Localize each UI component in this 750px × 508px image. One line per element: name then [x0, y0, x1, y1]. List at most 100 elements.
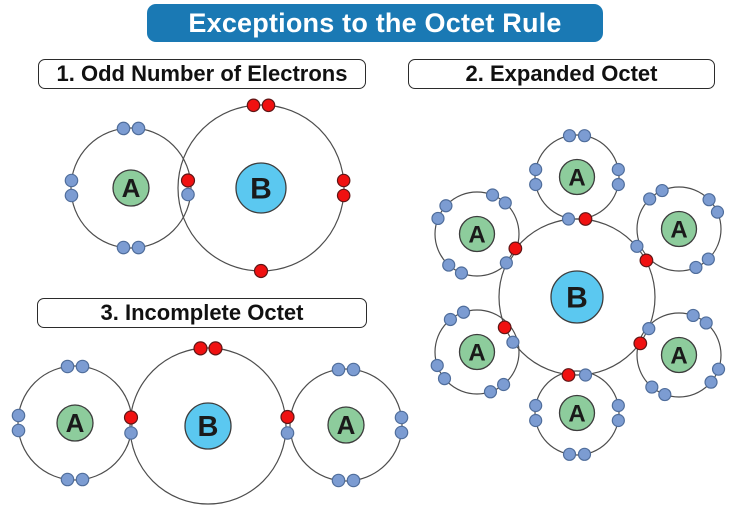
electron-blue	[483, 385, 498, 399]
electron-blue	[611, 413, 625, 428]
atom-A: A	[70, 127, 192, 249]
electron-blue	[645, 380, 659, 394]
electron-blue	[131, 121, 146, 136]
atom-A-label: A	[670, 342, 687, 369]
lone-pairs	[431, 188, 512, 280]
atom-A-nucleus: A	[327, 406, 365, 444]
nucleus-circle	[458, 333, 496, 371]
atom-B-nucleus: B	[550, 270, 604, 324]
electron-red	[208, 341, 223, 356]
electron-blue	[75, 472, 90, 487]
atom-A-nucleus: A	[56, 404, 94, 442]
atom-B-nucleus: B	[184, 402, 232, 450]
nucleus-circle	[112, 169, 150, 207]
electron-blue	[331, 473, 346, 488]
electron-blue	[131, 240, 146, 255]
atom-A-label: A	[468, 221, 485, 248]
electron-red	[633, 336, 648, 351]
lone-pairs	[529, 129, 625, 192]
electron-blue	[686, 308, 700, 323]
electron-blue	[346, 473, 361, 488]
section-1-heading: 1. Odd Number of Electrons	[38, 59, 366, 89]
electron-red	[336, 188, 351, 203]
electron-blue	[658, 387, 672, 402]
electron-blue	[124, 426, 138, 440]
electron-blue	[442, 258, 456, 272]
atom-B-central: B	[498, 218, 656, 376]
electron-blue	[498, 196, 512, 210]
electron-red	[578, 212, 593, 226]
atom-A-nucleus: A	[558, 394, 596, 432]
electron-blue	[346, 362, 361, 377]
electron-blue	[561, 212, 576, 226]
shared-bond-pair	[180, 173, 196, 202]
shared-bond-pair-left	[123, 410, 139, 440]
electron-blue	[701, 252, 715, 266]
lone-pairs	[645, 308, 726, 402]
electron-blue	[562, 447, 577, 461]
section-3-heading: 3. Incomplete Octet	[37, 298, 367, 328]
atom-B-label: B	[198, 411, 219, 443]
electron-blue	[430, 358, 444, 373]
electron-red	[261, 98, 276, 113]
electron-shell-ring	[70, 127, 192, 249]
atom-A-label: A	[337, 410, 356, 440]
atom-A-satellite-2: A	[431, 188, 523, 280]
electron-blue	[611, 398, 625, 413]
atom-A-left: A	[17, 365, 133, 481]
atom-A-satellite-6: A	[529, 368, 625, 461]
electron-blue	[655, 183, 669, 198]
electron-blue	[529, 177, 543, 192]
electron-red	[336, 173, 351, 188]
electron-red	[253, 263, 269, 279]
atom-A-label: A	[568, 400, 585, 427]
electron-shell-ring	[289, 368, 403, 482]
electron-blue	[181, 187, 195, 202]
electron-blue	[116, 121, 131, 136]
atom-A-label: A	[568, 164, 585, 191]
atom-A-nucleus: A	[112, 169, 150, 207]
lone-pair-B	[193, 341, 223, 356]
electron-red	[180, 173, 196, 188]
lone-pairs	[643, 183, 725, 275]
electron-blue	[506, 335, 520, 349]
lone-pairs	[529, 398, 625, 461]
electron-blue	[529, 398, 543, 413]
atom-A-nucleus: A	[660, 336, 698, 374]
electron-blue	[64, 173, 79, 188]
electron-blue	[11, 423, 26, 438]
electron-shell-ring	[636, 312, 722, 398]
electron-red	[639, 253, 654, 268]
electron-shell-ring	[534, 134, 620, 220]
odd-electron	[253, 263, 269, 279]
electron-shell-ring	[434, 191, 520, 277]
shared-bond-pair	[499, 241, 523, 270]
electron-blue	[456, 305, 471, 319]
shared-bond-pair	[630, 239, 654, 268]
nucleus-circle	[56, 404, 94, 442]
electron-blue	[578, 368, 593, 382]
electron-red	[508, 241, 523, 256]
electron-blue	[60, 472, 75, 487]
electron-blue	[611, 177, 625, 192]
shared-bond-pair	[561, 212, 593, 226]
atom-A-nucleus: A	[558, 158, 596, 196]
atom-B: B	[177, 104, 345, 272]
atom-A-right: A	[289, 368, 403, 482]
electron-blue	[711, 362, 726, 376]
shared-bond-pair	[633, 322, 656, 351]
section-2-heading: 2. Expanded Octet	[408, 59, 715, 89]
page-title: Exceptions to the Octet Rule	[147, 4, 603, 42]
electron-blue	[11, 408, 26, 423]
electron-shell-ring	[434, 309, 520, 395]
electron-blue	[630, 239, 644, 253]
atom-A-label: A	[122, 173, 141, 203]
electron-blue	[75, 359, 90, 374]
nucleus-circle	[660, 210, 698, 248]
electron-blue	[577, 447, 592, 461]
electron-blue	[529, 162, 543, 177]
